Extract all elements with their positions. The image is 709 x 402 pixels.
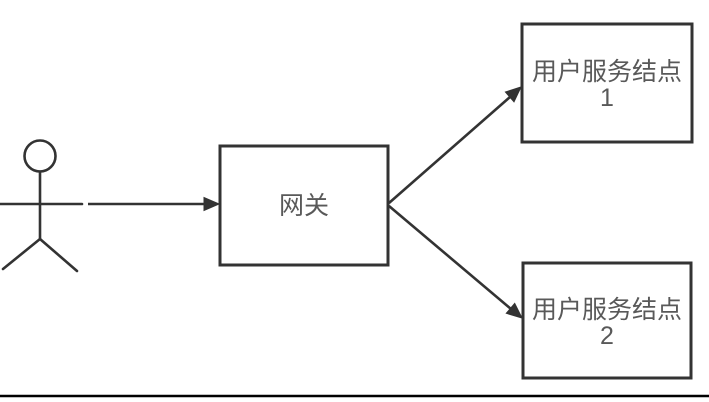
arrowhead-icon xyxy=(504,86,522,103)
gateway-node: 网关 xyxy=(218,144,390,267)
actor-leg-left xyxy=(1,237,42,271)
service-node-2: 用户服务结点 2 xyxy=(521,261,693,380)
connector-gateway-to-node2 xyxy=(388,205,523,319)
arrowhead-icon xyxy=(505,302,523,319)
service-node-1-label: 用户服务结点 xyxy=(532,58,682,86)
service-node-2-number: 2 xyxy=(600,322,614,350)
actor-leg-right xyxy=(38,237,79,273)
service-node-1: 用户服务结点 1 xyxy=(520,22,694,144)
service-node-2-label: 用户服务结点 xyxy=(532,296,682,324)
actor-head xyxy=(23,139,57,173)
connector-user-to-gateway xyxy=(88,196,221,212)
actor-figure xyxy=(0,139,84,273)
connector-line xyxy=(388,96,511,204)
arrowhead-icon xyxy=(203,196,221,212)
gateway-box xyxy=(218,144,390,267)
connector-gateway-to-node1 xyxy=(388,86,522,204)
connector-line xyxy=(388,205,512,310)
gateway-label: 网关 xyxy=(279,192,329,220)
service-node-1-number: 1 xyxy=(600,84,614,112)
service-node-1-box xyxy=(520,22,694,144)
service-node-2-box xyxy=(521,261,693,380)
